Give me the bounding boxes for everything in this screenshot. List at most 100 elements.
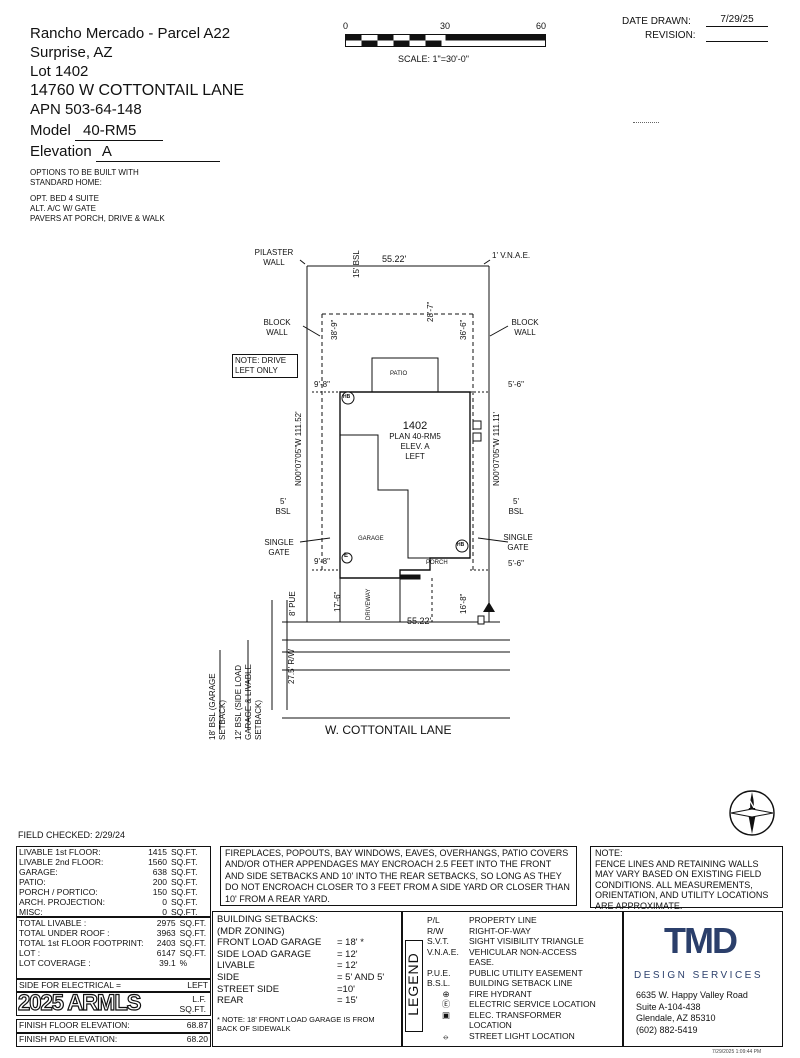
obscured-rows: L.F. SQ.FT. — [16, 992, 211, 1016]
building-setbacks: BUILDING SETBACKS: (MDR ZONING) FRONT LO… — [212, 911, 402, 1047]
finish-floor-row: FINISH FLOOR ELEVATION:68.87 — [16, 1019, 211, 1033]
apn-line: APN 503-64-148 — [30, 100, 142, 119]
house-elev: ELEV. A — [400, 442, 430, 451]
bottom-width-dim: 55.22' — [407, 616, 432, 626]
encroachment-note: FIREPLACES, POPOUTS, BAY WINDOWS, EAVES,… — [220, 846, 577, 906]
dim-17-6: 17'-6" — [333, 591, 342, 612]
elevation-line: Elevation A — [30, 142, 220, 162]
footer-stamp: 7/29/2025 1:09:44 PM — [712, 1049, 762, 1055]
house-lot: 1402 — [402, 420, 428, 432]
garage-label: GARAGE — [358, 536, 384, 542]
right-side-dim-bottom: 5'-6" — [508, 559, 524, 568]
dim-38-9: 38'-9" — [330, 319, 339, 340]
left-setback: 5' BSL — [275, 497, 291, 516]
setbacks-title: BUILDING SETBACKS: — [217, 914, 318, 925]
block-wall-left-label: BLOCK WALL — [263, 318, 291, 337]
north-arrow-icon — [729, 790, 775, 836]
dim-28-7: 28'-7" — [426, 301, 435, 322]
company-box: TMD DESIGN SERVICES 6635 W. Happy Valley… — [623, 911, 783, 1047]
date-drawn-value: 7/29/25 — [706, 14, 768, 27]
revision-label: REVISION: — [645, 30, 696, 41]
legend-title: LEGEND — [405, 952, 421, 1016]
electric-service-icon: E — [344, 553, 349, 559]
model-line: Model 40-RM5 — [30, 121, 164, 141]
elevation-value: A — [95, 142, 220, 162]
block-wall-right-label: BLOCK WALL — [511, 318, 539, 337]
lot-line: Lot 1402 — [30, 62, 88, 81]
porch-label: PORCH — [426, 560, 448, 566]
transformer-icon: ▣ — [441, 1009, 451, 1020]
right-side-dim-top: 5'-6" — [508, 380, 524, 389]
revision-value — [706, 30, 768, 42]
top-width-dim: 55.22' — [382, 254, 407, 264]
left-side-dim-bottom: 9'-8" — [314, 557, 330, 566]
options-title: OPTIONS TO BE BUILT WITH STANDARD HOME: — [30, 168, 139, 187]
address: 14760 W COTTONTAIL LANE — [30, 82, 244, 99]
option-item: PAVERS AT PORCH, DRIVE & WALK — [30, 214, 165, 223]
watermark: 2025 ARMLS — [17, 989, 142, 1015]
north-label: N — [748, 799, 756, 811]
rw-dim: 27.5' R/W — [287, 649, 296, 684]
left-bearing: N00°07'05"W 111.52' — [294, 411, 303, 486]
hose-bib-icon: HB — [457, 542, 465, 548]
company-address: 6635 W. Happy Valley Road Suite A-104-43… — [636, 990, 748, 1035]
city: Surprise, AZ — [30, 44, 113, 61]
rear-bsl-dim: 15' BSL — [352, 250, 361, 278]
side-electrical-value: LEFT — [187, 980, 208, 990]
fire-hydrant-icon: ⊕ — [442, 988, 450, 999]
pilaster-wall-label: PILASTER WALL — [254, 248, 294, 267]
street-name: W. COTTONTAIL LANE — [325, 723, 452, 737]
table-row: LOT COVERAGE :39.1% — [19, 958, 188, 968]
lot-number: 1402 — [55, 63, 89, 80]
scale-label: SCALE: 1"=30'-0" — [398, 54, 469, 64]
vnae-label: 1' V.N.A.E. — [492, 251, 531, 260]
company-logo: TMD — [664, 920, 738, 961]
fence-note: NOTE: FENCE LINES AND RETAINING WALLS MA… — [590, 846, 783, 911]
model-label: Model — [30, 122, 71, 139]
site-plan — [219, 259, 510, 730]
drive-note: NOTE: DRIVE LEFT ONLY — [232, 354, 298, 378]
date-drawn-label: DATE DRAWN: — [622, 16, 691, 27]
single-gate-right: SINGLE GATE — [503, 533, 533, 552]
field-checked: FIELD CHECKED: 2/29/24 — [18, 830, 126, 840]
setbacks-footnote: * NOTE: 18' FRONT LOAD GARAGE IS FROM BA… — [217, 1014, 375, 1033]
scale-tick-30: 30 — [440, 21, 451, 31]
elevation-label: Elevation — [30, 143, 92, 160]
street-light-icon: ⦵ — [442, 1030, 450, 1041]
lot-label: Lot — [30, 63, 51, 80]
dim-16-8: 16'-8" — [459, 593, 468, 614]
faint-mark — [633, 122, 659, 123]
apn-label: APN — [30, 101, 61, 118]
side-electrical-label: SIDE FOR ELECTRICAL = — [19, 980, 121, 990]
option-item: ALT. A/C W/ GATE — [30, 204, 96, 213]
option-item: OPT. BED 4 SUITE — [30, 194, 99, 203]
bsl-12-label: 12' BSL (SIDE LOAD GARAGE & LIVABLE SETB… — [234, 664, 263, 740]
hose-bib-icon: HB — [343, 394, 351, 400]
finish-pad-row: FINISH PAD ELEVATION:68.20 — [16, 1033, 211, 1047]
dim-36-6: 36'-6" — [459, 319, 468, 340]
legend-title-box — [405, 940, 423, 1032]
house-label: 1402 PLAN 40-RM5 ELEV. A LEFT — [375, 420, 455, 462]
right-bearing: N00°07'05"W 111.11' — [492, 411, 501, 486]
left-side-dim-top: 9'-8" — [314, 380, 330, 389]
scale-tick-0: 0 — [343, 21, 349, 31]
patio-label: PATIO — [390, 371, 408, 377]
bsl-18-label: 18' BSL (GARAGE SETBACK) — [208, 673, 227, 740]
house-plan: PLAN 40-RM5 — [389, 432, 441, 441]
electric-service-icon: Ⓔ — [441, 999, 451, 1009]
apn-value: 503-64-148 — [65, 101, 142, 118]
scale-bar — [345, 34, 546, 47]
